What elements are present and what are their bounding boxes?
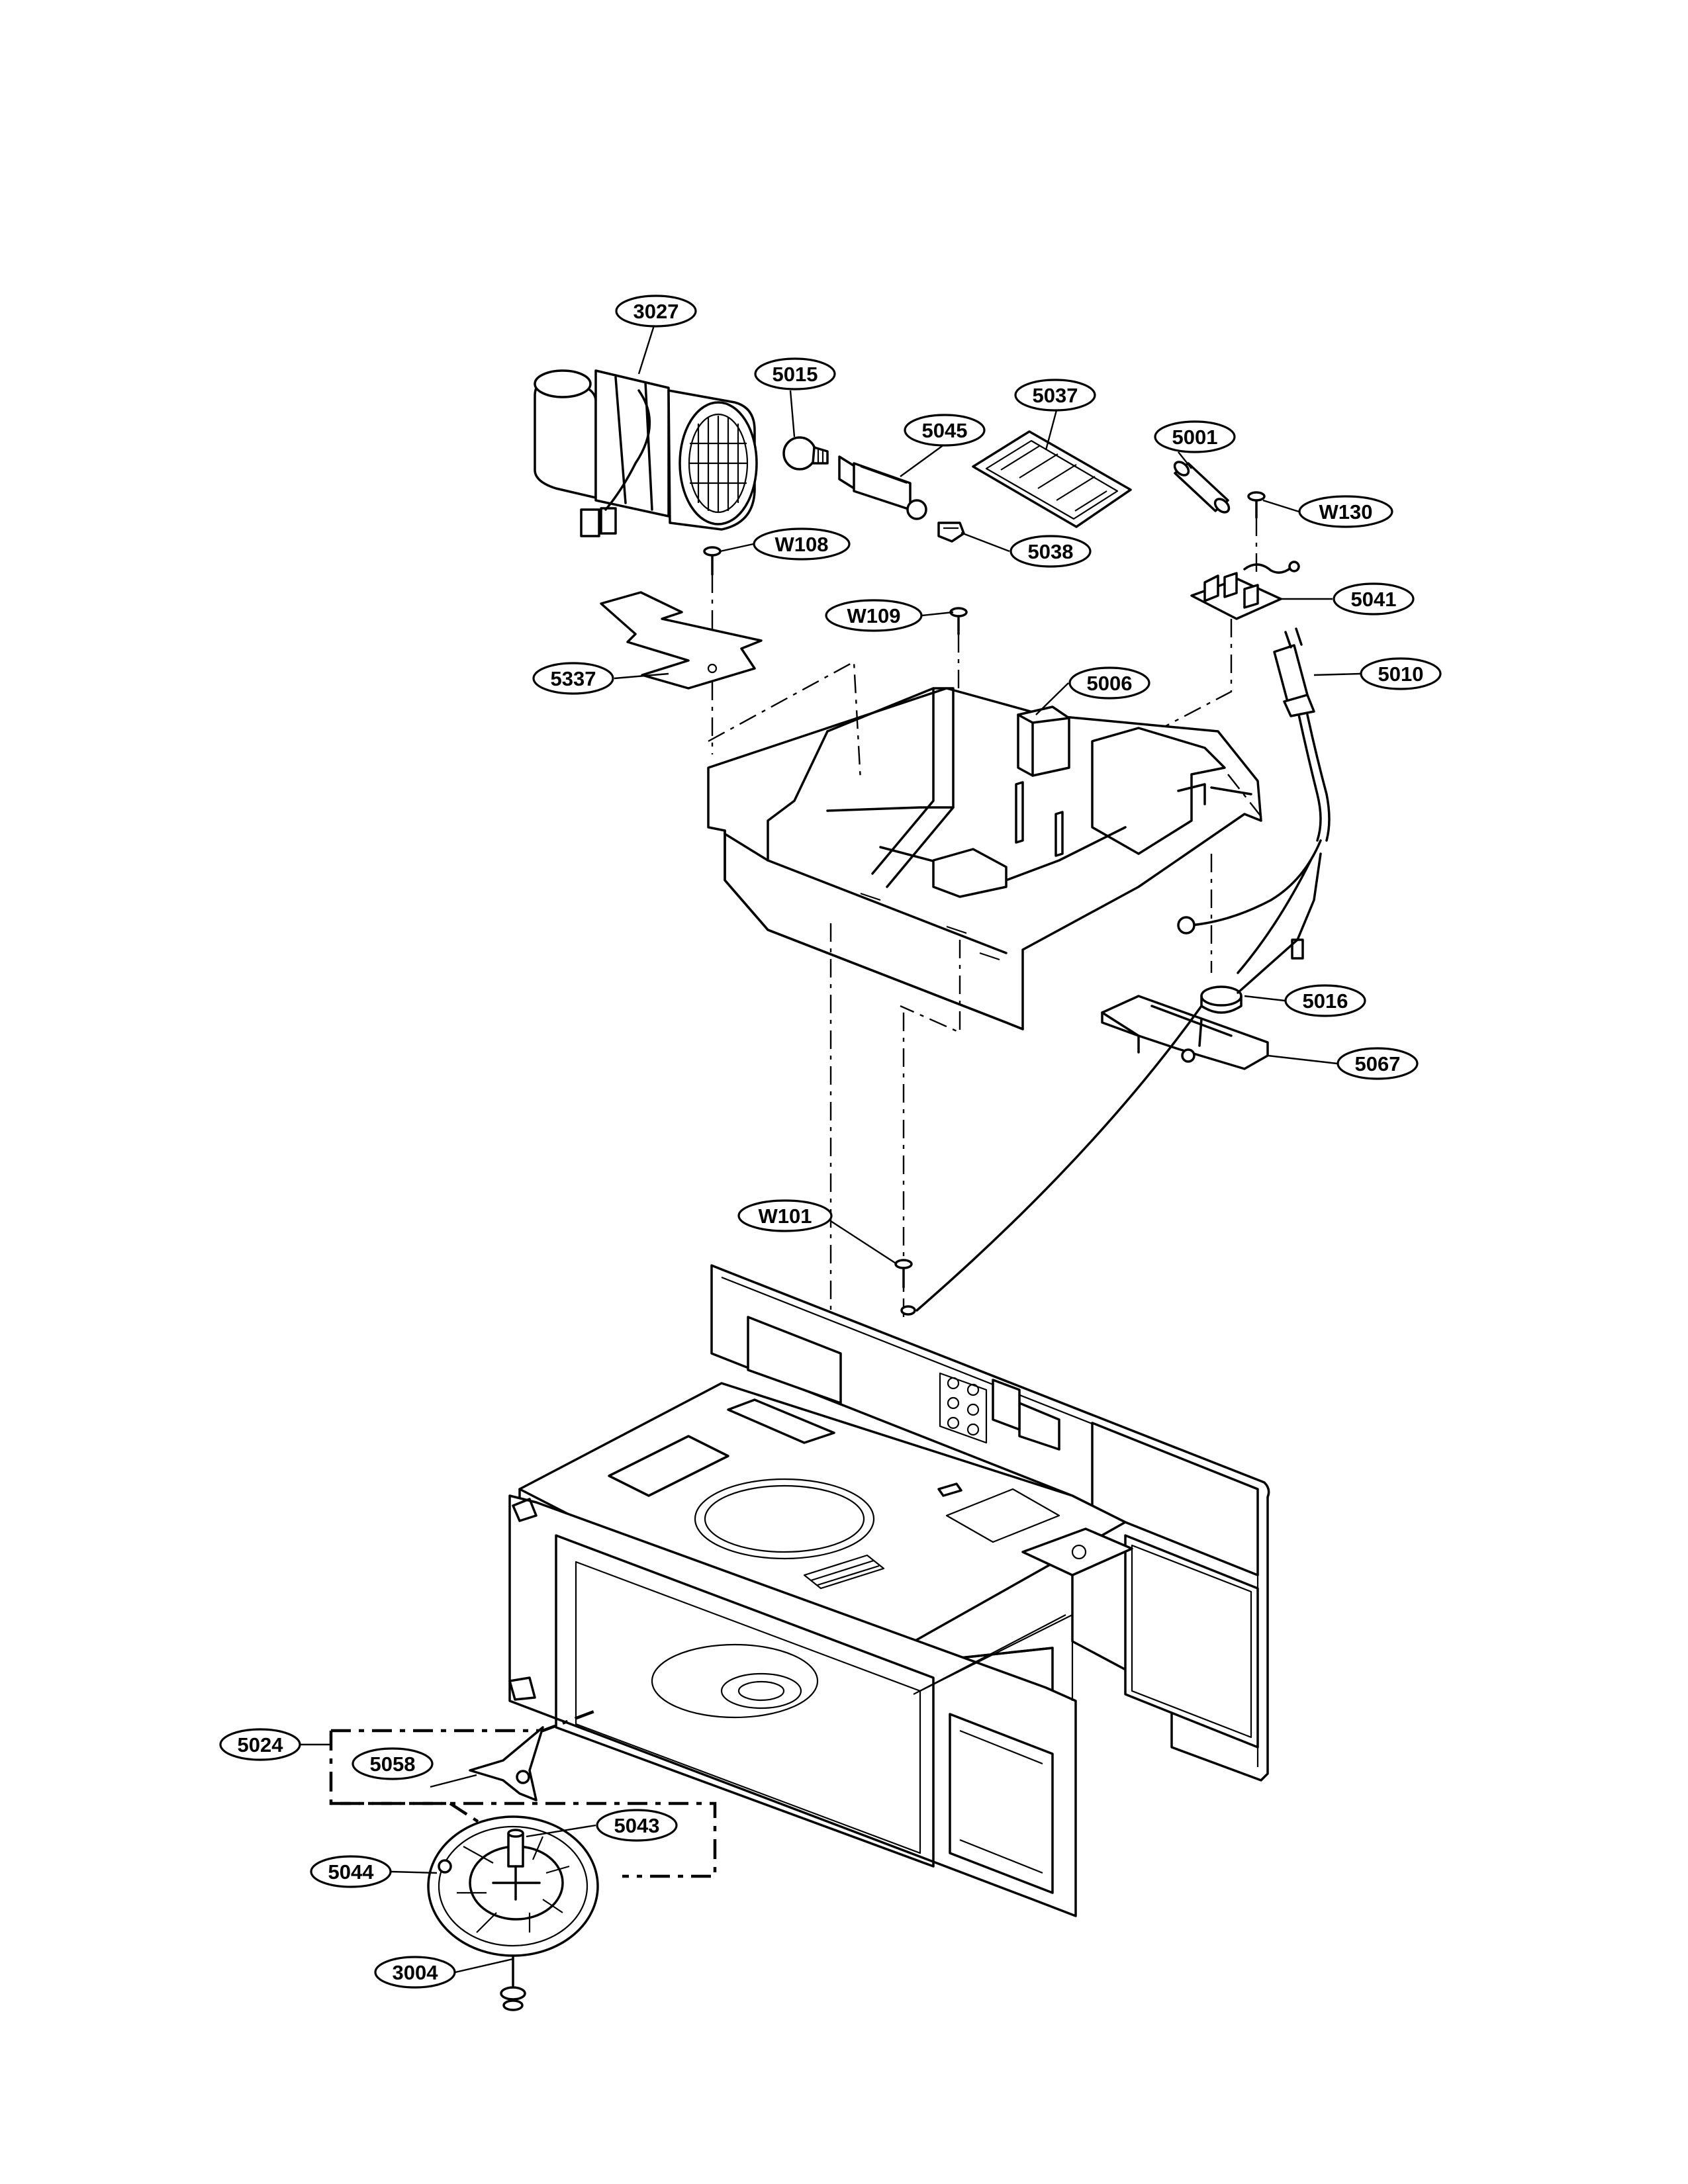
callout-3004-label: 3004: [393, 1961, 439, 1984]
charcoal-filter-icon: [972, 430, 1132, 528]
callout-5337-label: 5337: [551, 667, 596, 690]
callout-3027-label: 3027: [633, 300, 679, 323]
callout-W109-label: W109: [847, 604, 901, 627]
insulation-sheet-icon: [600, 591, 763, 690]
callout-W130-label: W130: [1319, 500, 1373, 523]
base-plate-icon: [707, 687, 1262, 1030]
callout-5043-label: 5043: [614, 1814, 660, 1837]
screw-w108-icon: [703, 546, 722, 576]
callout-5016-label: 5016: [1303, 989, 1348, 1013]
callout-5006-label: 5006: [1087, 672, 1133, 695]
callout-5024-label: 5024: [238, 1733, 284, 1756]
callout-5015: 5015: [754, 357, 836, 390]
callout-W130: W130: [1298, 495, 1393, 528]
callout-5058: 5058: [352, 1747, 434, 1780]
callout-5010: 5010: [1360, 657, 1442, 690]
callout-W108-label: W108: [775, 533, 829, 556]
leader-lines: [390, 325, 1361, 1974]
lamp-socket-icon: [838, 455, 927, 520]
callout-5044: 5044: [310, 1855, 392, 1888]
fuse-icon: [1173, 461, 1231, 514]
callout-5058-label: 5058: [370, 1752, 416, 1776]
screw-w101-icon: [894, 1259, 916, 1316]
callout-5001: 5001: [1154, 420, 1236, 453]
callout-W101: W101: [737, 1199, 833, 1232]
callout-5024: 5024: [219, 1728, 301, 1761]
blower-fan-motor-icon: [534, 369, 758, 537]
callout-5044-label: 5044: [328, 1860, 375, 1884]
callout-5337: 5337: [532, 662, 614, 695]
thermostat-sensor-icon: [1200, 985, 1243, 1014]
callout-5015-label: 5015: [773, 363, 818, 386]
screw-3004-icon: [500, 1954, 526, 2011]
callout-5067-label: 5067: [1355, 1052, 1401, 1075]
callout-5001-label: 5001: [1172, 426, 1218, 449]
callout-5045-label: 5045: [922, 419, 968, 442]
callout-5037: 5037: [1014, 379, 1096, 412]
screw-w109-icon: [949, 607, 968, 635]
callout-W109: W109: [825, 599, 923, 632]
power-plug-icon: [1177, 627, 1331, 960]
callout-W101-label: W101: [759, 1205, 812, 1228]
turntable-motor-icon: [427, 1815, 599, 1957]
lamp-bulb-icon: [782, 436, 829, 471]
callout-5038-label: 5038: [1028, 540, 1074, 563]
screw-w130-icon: [1247, 491, 1266, 519]
callout-5041: 5041: [1333, 582, 1415, 615]
sensor-bracket-icon: [1101, 995, 1269, 1070]
lamp-clip-icon: [937, 522, 965, 543]
coupler-icon: [469, 1726, 544, 1801]
callout-3004: 3004: [374, 1956, 456, 1989]
callout-W108: W108: [753, 527, 851, 561]
callout-5037-label: 5037: [1033, 384, 1078, 407]
callout-5016: 5016: [1284, 984, 1366, 1017]
callout-5045: 5045: [904, 414, 986, 447]
callout-5010-label: 5010: [1378, 662, 1424, 686]
callout-3027: 3027: [615, 295, 697, 328]
oven-cavity-icon: [508, 1264, 1270, 1917]
callout-5043: 5043: [596, 1809, 678, 1842]
callout-5041-label: 5041: [1351, 588, 1397, 611]
callout-5038: 5038: [1009, 535, 1092, 568]
callout-5006: 5006: [1068, 666, 1150, 700]
noise-filter-board-icon: [1190, 561, 1300, 620]
callout-5067: 5067: [1336, 1047, 1419, 1080]
